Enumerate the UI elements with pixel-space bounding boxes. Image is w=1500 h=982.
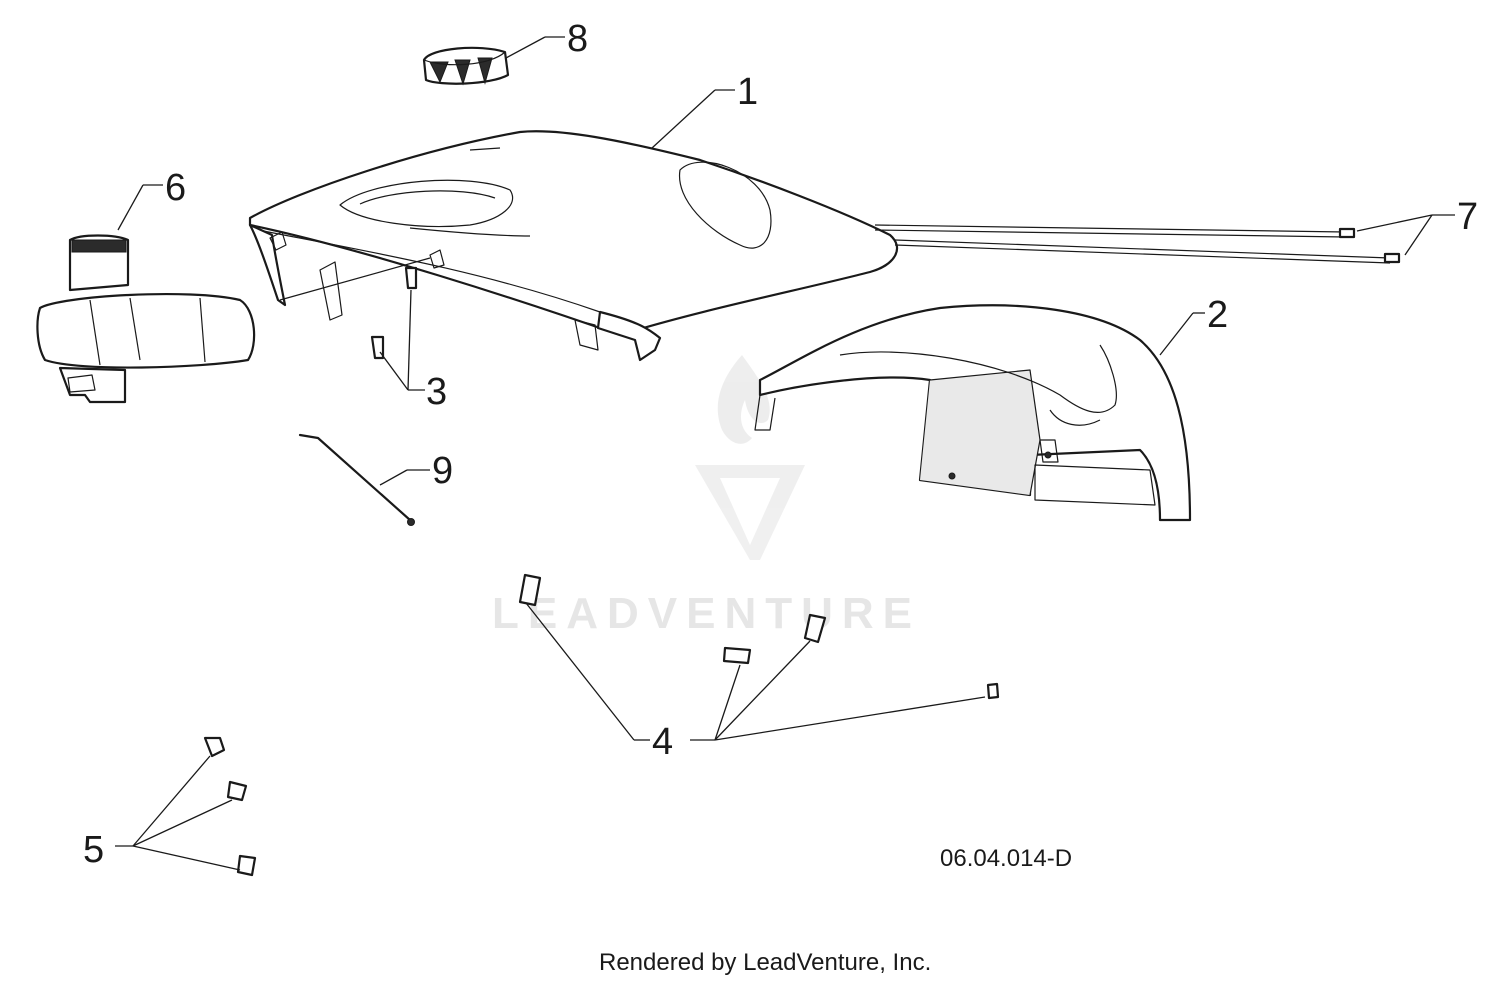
rod-part[interactable] (298, 433, 415, 526)
clip-5c-part[interactable] (236, 854, 257, 877)
callout-9: 9 (432, 450, 453, 492)
diagram-reference-code: 06.04.014-D (940, 845, 1072, 872)
clip-4b-part[interactable] (722, 646, 752, 665)
clip-4a-part[interactable] (518, 573, 542, 607)
clip-3b-part[interactable] (404, 266, 418, 290)
callout-5: 5 (83, 829, 104, 871)
clip-5a-part[interactable] (203, 736, 226, 758)
hood-cover-part[interactable] (248, 130, 899, 362)
watermark-text: LEADVENTURE (492, 589, 921, 638)
side-shield-part[interactable] (754, 304, 1192, 522)
rendered-by-footer: Rendered by LeadVenture, Inc. (599, 949, 931, 976)
callout-4: 4 (652, 721, 673, 763)
clip-4d-part[interactable] (986, 682, 1000, 700)
fuel-tank-part[interactable] (36, 234, 256, 404)
callout-2: 2 (1207, 294, 1228, 336)
leader-lines (115, 36, 1455, 871)
callout-6: 6 (165, 167, 186, 209)
callout-1: 1 (737, 71, 758, 113)
fuel-cap-part[interactable] (422, 46, 510, 86)
callout-7: 7 (1457, 196, 1478, 238)
control-cables-part[interactable] (874, 224, 1401, 264)
callout-8: 8 (567, 18, 588, 60)
clip-4c-part[interactable] (803, 613, 827, 644)
clip-5b-part[interactable] (226, 780, 248, 802)
callout-3: 3 (426, 371, 447, 413)
